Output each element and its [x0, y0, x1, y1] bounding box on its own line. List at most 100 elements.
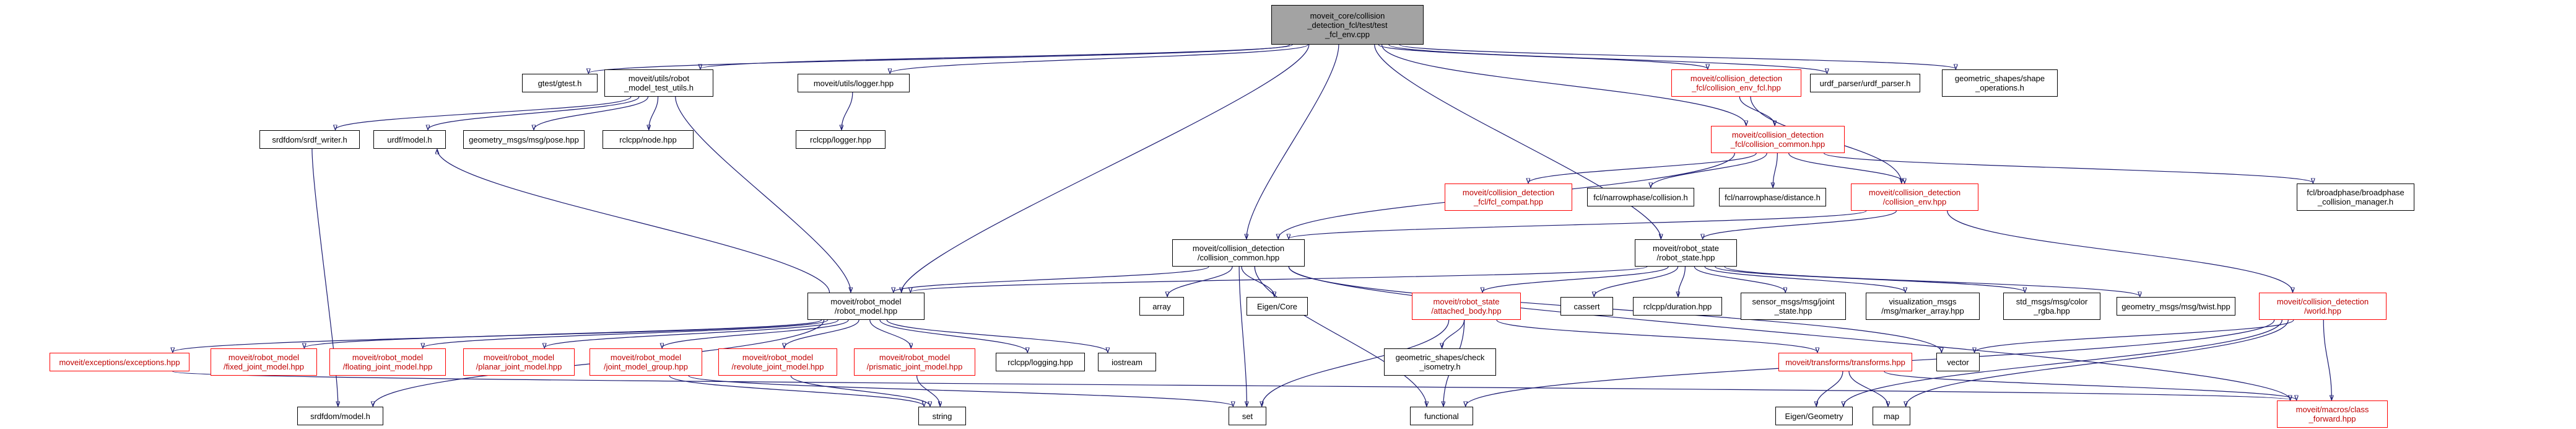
node-label-line: geometric_shapes/shape — [1954, 74, 2045, 83]
graph-node-eigen_core[interactable]: Eigen/Core — [1247, 297, 1308, 316]
graph-node-srdf_model[interactable]: srdfdom/model.h — [297, 407, 383, 425]
node-label-line: fcl/broadphase/broadphase — [2307, 188, 2404, 197]
graph-node-joint_model_group[interactable]: moveit/robot_model/joint_model_group.hpp — [590, 348, 702, 376]
graph-node-broadphase[interactable]: fcl/broadphase/broadphase_collision_mana… — [2297, 184, 2414, 211]
include-edge — [1703, 210, 1897, 239]
graph-node-gtest[interactable]: gtest/gtest.h — [522, 74, 598, 92]
graph-node-planar_joint[interactable]: moveit/robot_model/planar_joint_model.hp… — [463, 348, 575, 376]
graph-node-rclcpp_node[interactable]: rclcpp/node.hpp — [603, 130, 694, 149]
graph-node-twist[interactable]: geometry_msgs/msg/twist.hpp — [2117, 297, 2235, 316]
node-label-line: rclcpp/node.hpp — [619, 135, 677, 144]
node-label-line: _rgba.hpp — [2034, 306, 2070, 316]
graph-node-transforms[interactable]: moveit/transforms/transforms.hpp — [1778, 353, 1912, 371]
node-label-line: map — [1883, 411, 1900, 421]
graph-node-collision_env[interactable]: moveit/collision_detection/collision_env… — [1851, 184, 1978, 211]
node-label-line: moveit/robot_model — [742, 353, 814, 362]
node-label-line: moveit/macros/class — [2295, 405, 2369, 414]
graph-node-test_utils[interactable]: moveit/utils/robot_model_test_utils.h — [604, 69, 713, 97]
include-edge — [428, 96, 640, 130]
graph-node-check_isometry[interactable]: geometric_shapes/check_isometry.h — [1384, 348, 1496, 376]
node-label-line: _detection_fcl/test/test — [1307, 20, 1388, 30]
include-edge — [1167, 266, 1233, 296]
graph-node-map[interactable]: map — [1873, 407, 1910, 425]
graph-node-cassert[interactable]: cassert — [1560, 297, 1613, 316]
graph-node-rclcpp_logging[interactable]: rclcpp/logging.hpp — [996, 353, 1085, 371]
graph-node-eigen_geometry[interactable]: Eigen/Geometry — [1775, 407, 1853, 425]
graph-node-fcl_collision[interactable]: fcl/narrowphase/collision.h — [1587, 188, 1694, 206]
graph-node-robot_state[interactable]: moveit/robot_state/robot_state.hpp — [1635, 239, 1737, 267]
node-label-line: /robot_model.hpp — [834, 306, 898, 316]
include-edge — [688, 375, 1233, 406]
include-edge — [534, 96, 649, 130]
node-label-line: geometry_msgs/msg/pose.hpp — [469, 135, 579, 144]
include-edge — [1388, 44, 1827, 73]
include-edge — [1238, 266, 1247, 406]
node-label-line: /planar_joint_model.hpp — [476, 362, 562, 371]
graph-node-attached_body[interactable]: moveit/robot_state/attached_body.hpp — [1412, 293, 1521, 320]
graph-node-shape_operations[interactable]: geometric_shapes/shape_operations.h — [1942, 69, 2058, 97]
graph-node-class_forward[interactable]: moveit/macros/class_forward.hpp — [2277, 400, 2388, 428]
include-edge — [649, 96, 659, 130]
include-edge — [1382, 44, 1746, 125]
include-edge — [1482, 266, 1669, 292]
node-label-line: geometric_shapes/check — [1395, 353, 1485, 362]
node-label-line: _fcl/fcl_compat.hpp — [1473, 197, 1543, 206]
include-edge — [544, 319, 839, 348]
node-label-line: /prismatic_joint_model.hpp — [866, 362, 963, 371]
graph-node-string[interactable]: string — [918, 407, 966, 425]
graph-node-rclcpp_logger[interactable]: rclcpp/logger.hpp — [796, 130, 886, 149]
graph-node-exceptions[interactable]: moveit/exceptions/exceptions.hpp — [50, 353, 189, 371]
graph-node-collision_env_fcl[interactable]: moveit/collision_detection_fcl/collision… — [1671, 69, 1801, 97]
include-edge — [1374, 44, 1661, 239]
graph-node-array[interactable]: array — [1139, 297, 1184, 316]
graph-node-floating_joint[interactable]: moveit/robot_model/floating_joint_model.… — [329, 348, 446, 376]
node-label-line: _operations.h — [1975, 83, 2024, 92]
include-edge — [1816, 371, 1843, 406]
include-edge — [1694, 266, 1785, 292]
node-label-line: vector — [1947, 357, 1969, 367]
graph-node-fcl_collision_common[interactable]: moveit/collision_detection_fcl/collision… — [1711, 126, 1845, 153]
node-label-line: std_msgs/msg/color — [2016, 297, 2088, 306]
graph-node-pose[interactable]: geometry_msgs/msg/pose.hpp — [463, 130, 585, 149]
node-label-line: /msg/marker_array.hpp — [1881, 306, 1964, 316]
node-label-line: _fcl/collision_common.hpp — [1730, 139, 1825, 149]
include-edge — [1884, 371, 2297, 400]
graph-node-world[interactable]: moveit/collision_detection/world.hpp — [2259, 293, 2387, 320]
node-label-line: /attached_body.hpp — [1431, 306, 1502, 316]
graph-node-color_rgba[interactable]: std_msgs/msg/color_rgba.hpp — [2003, 293, 2100, 320]
graph-node-set[interactable]: set — [1229, 407, 1266, 425]
include-edge — [842, 92, 853, 130]
include-edge — [1289, 210, 1867, 239]
node-label-line: _collision_manager.h — [2317, 197, 2394, 206]
include-edge — [1651, 153, 1767, 187]
graph-node-revolute_joint[interactable]: moveit/robot_model/revolute_joint_model.… — [718, 348, 837, 376]
include-edge — [890, 44, 1308, 73]
graph-node-utils_logger[interactable]: moveit/utils/logger.hpp — [798, 74, 910, 92]
include-edge — [869, 319, 911, 348]
graph-node-prismatic_joint[interactable]: moveit/robot_model/prismatic_joint_model… — [854, 348, 975, 376]
include-edge — [1594, 266, 1679, 296]
graph-node-duration[interactable]: rclcpp/duration.hpp — [1633, 297, 1722, 316]
graph-node-fixed_joint[interactable]: moveit/robot_model/fixed_joint_model.hpp — [211, 348, 317, 376]
graph-node-urdf_parser[interactable]: urdf_parser/urdf_parser.h — [1810, 74, 1920, 92]
include-edge — [423, 319, 829, 348]
graph-node-urdf_model[interactable]: urdf/model.h — [373, 130, 446, 149]
graph-node-vector[interactable]: vector — [1936, 353, 1980, 371]
graph-node-fcl_distance[interactable]: fcl/narrowphase/distance.h — [1719, 188, 1826, 206]
include-edge — [1399, 44, 1956, 69]
graph-node-joint_state[interactable]: sensor_msgs/msg/joint_state.hpp — [1741, 293, 1846, 320]
graph-node-cd_collision_common[interactable]: moveit/collision_detection/collision_com… — [1172, 239, 1305, 267]
node-label-line: gtest/gtest.h — [537, 78, 582, 88]
graph-node-fcl_compat[interactable]: moveit/collision_detection_fcl/fcl_compa… — [1445, 184, 1572, 211]
include-edge — [916, 375, 941, 406]
include-edge — [1528, 153, 1757, 183]
node-label-line: Eigen/Core — [1256, 301, 1298, 311]
graph-node-functional[interactable]: functional — [1410, 407, 1473, 425]
graph-node-robot_model[interactable]: moveit/robot_model/robot_model.hpp — [807, 293, 925, 320]
graph-node-marker_array[interactable]: visualization_msgs/msg/marker_array.hpp — [1866, 293, 1980, 320]
node-label-line: geometry_msgs/msg/twist.hpp — [2121, 301, 2230, 311]
include-edge — [1247, 44, 1339, 239]
graph-node-iostream[interactable]: iostream — [1098, 353, 1156, 371]
graph-node-srdf_writer[interactable]: srdfdom/srdf_writer.h — [259, 130, 360, 149]
